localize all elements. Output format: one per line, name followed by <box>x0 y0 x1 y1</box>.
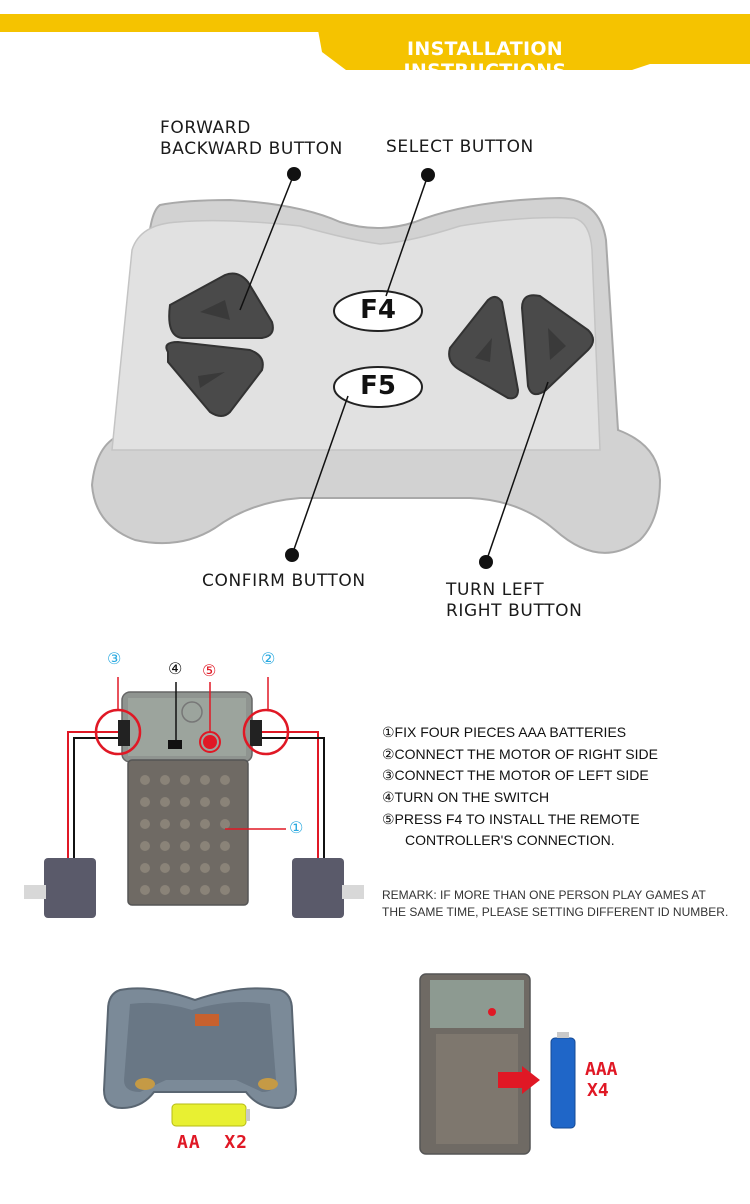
aa-battery-graphic <box>171 1103 247 1127</box>
f5-button: F5 <box>360 371 396 401</box>
marker-2: ② <box>261 649 276 668</box>
backward-button <box>165 340 264 417</box>
controller-back-illustration <box>102 987 298 1127</box>
callout-confirm: CONFIRM BUTTON <box>202 571 366 591</box>
remark-line2: THE SAME TIME, PLEASE SETTING DIFFERENT … <box>382 905 729 919</box>
aa-label: AA X2 <box>177 1132 249 1153</box>
callout-turn: TURN LEFT RIGHT BUTTON <box>446 580 583 621</box>
marker-4: ④ <box>168 659 183 678</box>
remark-line1: REMARK: IF MORE THAN ONE PERSON PLAY GAM… <box>382 888 706 902</box>
pairing-button <box>203 735 217 749</box>
right-connector-highlight <box>242 708 290 756</box>
battery-compartment <box>127 759 249 906</box>
f4-button: F4 <box>360 295 396 325</box>
controller-diagram <box>90 167 662 569</box>
banner-graphic <box>0 14 750 70</box>
aaa-battery-graphic <box>550 1037 576 1129</box>
receiver-back-illustration <box>419 973 576 1155</box>
aaa-label: AAA <box>585 1059 618 1080</box>
left-motor <box>44 858 96 918</box>
step-5: ⑤PRESS F4 TO INSTALL THE REMOTE <box>382 811 640 827</box>
marker-3: ③ <box>107 649 122 668</box>
step-1: ①FIX FOUR PIECES AAA BATTERIES <box>382 724 627 740</box>
step-4: ④TURN ON THE SWITCH <box>382 789 550 805</box>
callout-select: SELECT BUTTON <box>386 137 534 157</box>
turn-left-button <box>448 296 520 400</box>
receiver-diagram <box>24 677 364 918</box>
power-switch <box>168 740 182 749</box>
banner-title: INSTALLATION INSTRUCTIONS <box>403 38 567 82</box>
marker-5: ⑤ <box>202 661 217 680</box>
aaa-count: X4 <box>587 1080 609 1101</box>
step-3: ③CONNECT THE MOTOR OF LEFT SIDE <box>382 767 649 783</box>
callout-forward-backward: FORWARD BACKWARD BUTTON <box>160 118 343 159</box>
insert-arrow <box>498 1066 540 1094</box>
step-5-cont: CONTROLLER'S CONNECTION. <box>405 832 615 848</box>
step-2: ②CONNECT THE MOTOR OF RIGHT SIDE <box>382 746 658 762</box>
right-motor <box>292 858 344 918</box>
marker-1: ① <box>289 818 304 837</box>
